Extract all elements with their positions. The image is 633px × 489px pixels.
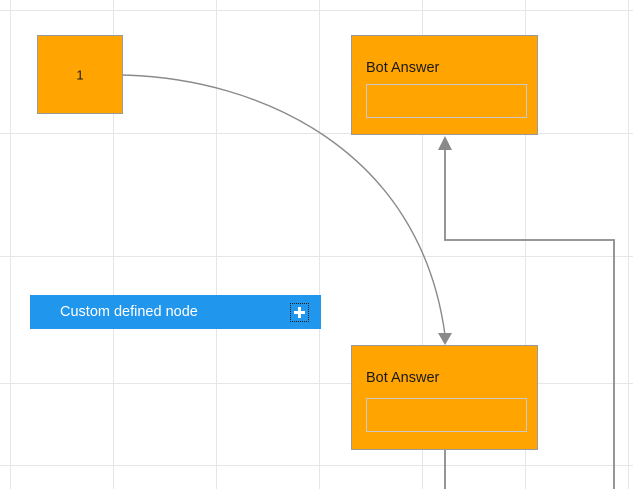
custom-defined-node-label: Custom defined node: [60, 303, 198, 320]
grid-line-horizontal: [0, 465, 633, 466]
grid-line-vertical: [10, 0, 11, 489]
grid-line-horizontal: [0, 383, 633, 384]
plus-icon[interactable]: [290, 302, 309, 322]
grid-line-horizontal: [0, 256, 633, 257]
grid-line-horizontal: [0, 133, 633, 134]
grid-line-horizontal: [0, 10, 633, 11]
grid-line-vertical: [628, 0, 629, 489]
node-bot-answer-top[interactable]: Bot Answer: [351, 35, 538, 135]
node-slot-bot-answer-top[interactable]: [366, 84, 527, 118]
node-number-label: 1: [76, 67, 84, 82]
node-numbered-1[interactable]: 1: [37, 35, 123, 114]
node-slot-bot-answer-bottom[interactable]: [366, 398, 527, 432]
node-title-bot-answer-bottom: Bot Answer: [366, 370, 440, 386]
grid-line-vertical: [319, 0, 320, 489]
grid-line-vertical: [216, 0, 217, 489]
node-title-bot-answer-top: Bot Answer: [366, 60, 440, 76]
node-bot-answer-bottom[interactable]: Bot Answer: [351, 345, 538, 450]
grid-line-vertical: [113, 0, 114, 489]
custom-defined-node-item[interactable]: Custom defined node: [30, 295, 321, 329]
